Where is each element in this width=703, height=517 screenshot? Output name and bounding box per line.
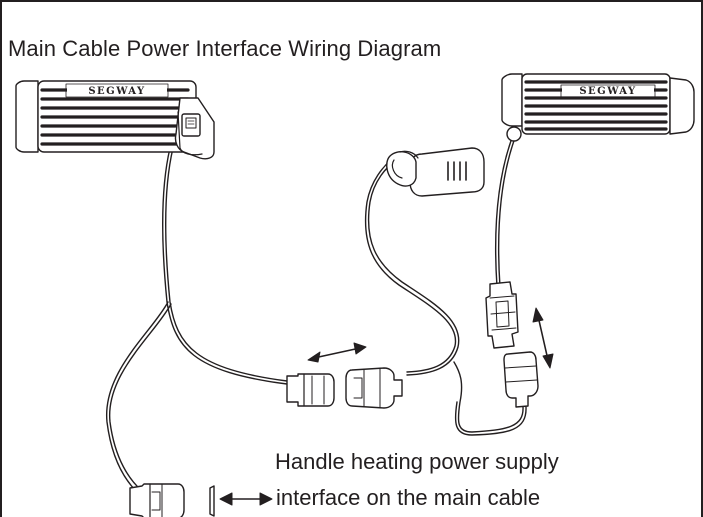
left-handle-cable bbox=[162, 147, 288, 385]
right-grip: SEGWAY bbox=[501, 73, 695, 142]
right-connector-pair bbox=[485, 281, 554, 408]
caption-line-1: Handle heating power supply bbox=[275, 449, 559, 474]
caption-line-2: interface on the main cable bbox=[276, 485, 541, 510]
switch-unit bbox=[386, 147, 485, 197]
left-grip-brand: SEGWAY bbox=[88, 86, 145, 97]
left-grip: SEGWAY bbox=[15, 80, 215, 160]
double-arrow-icon bbox=[532, 307, 554, 369]
right-handle-cable bbox=[495, 129, 516, 288]
double-arrow-icon bbox=[307, 342, 367, 363]
middle-connector-pair bbox=[286, 342, 403, 409]
double-arrow-icon bbox=[219, 492, 273, 506]
main-cable-connector bbox=[129, 483, 273, 517]
cables bbox=[106, 129, 527, 493]
right-lower-cable bbox=[453, 361, 524, 433]
right-grip-brand: SEGWAY bbox=[579, 86, 636, 97]
switch-unit-cable bbox=[367, 161, 460, 376]
diagram-title: Main Cable Power Interface Wiring Diagra… bbox=[8, 36, 442, 61]
bottom-branch-cable bbox=[106, 301, 169, 493]
